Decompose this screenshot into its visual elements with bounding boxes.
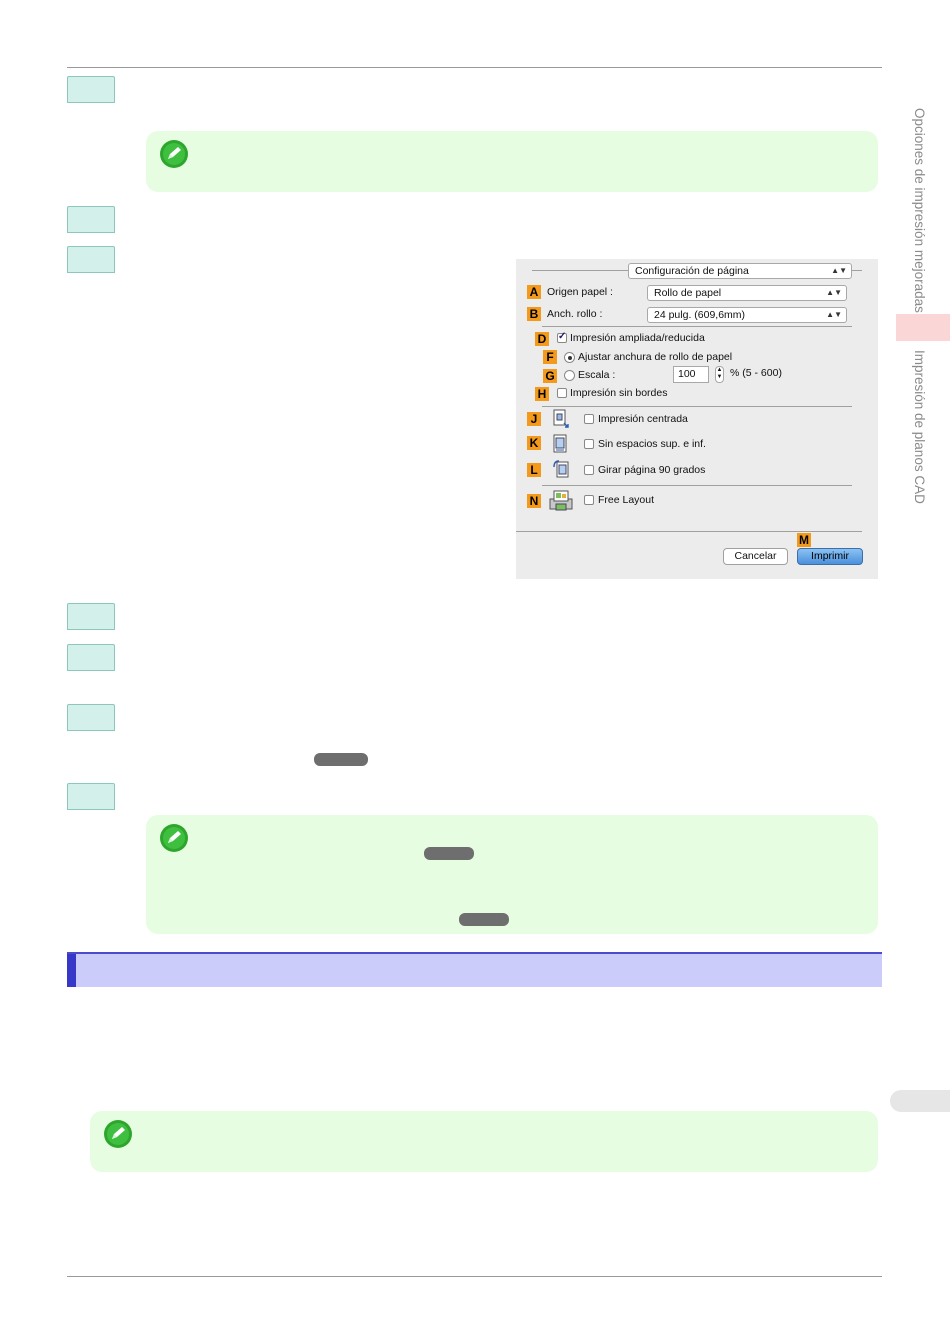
scale-label: Escala : — [578, 369, 616, 381]
select-arrows-icon: ▲▼ — [831, 266, 847, 275]
divider — [542, 326, 852, 327]
note-box-1 — [146, 131, 878, 192]
free-layout-checkbox[interactable] — [584, 495, 594, 505]
divider — [852, 270, 862, 271]
label-b: B — [527, 307, 541, 321]
roll-width-label: Anch. rollo : — [547, 308, 603, 320]
header-rule — [67, 67, 882, 68]
sidebar-index-tab[interactable] — [890, 1090, 950, 1112]
sidebar-chapter-label[interactable]: Opciones de impresión mejoradas — [912, 108, 927, 313]
enlarged-reduced-label: Impresión ampliada/reducida — [570, 332, 705, 344]
borderless-label: Impresión sin bordes — [570, 387, 668, 399]
no-spaces-checkbox[interactable] — [584, 439, 594, 449]
step-badge-3 — [67, 246, 115, 273]
no-spaces-page-icon — [553, 434, 567, 453]
step-badge-4 — [67, 603, 115, 630]
step-badge-5 — [67, 644, 115, 671]
page-setup-dialog: Configuración de página ▲▼ A Origen pape… — [516, 259, 878, 579]
step-badge-2 — [67, 206, 115, 233]
reference-link-pill[interactable] — [314, 753, 368, 766]
select-arrows-icon: ▲▼ — [826, 288, 842, 297]
rotate-90-checkbox[interactable] — [584, 465, 594, 475]
footer-rule — [67, 1276, 882, 1277]
select-arrows-icon: ▲▼ — [826, 310, 842, 319]
roll-width-select[interactable]: 24 pulg. (609,6mm) ▲▼ — [647, 307, 847, 323]
label-g: G — [543, 369, 557, 383]
settings-menu-value: Configuración de página — [635, 265, 749, 277]
label-l: L — [527, 463, 541, 477]
scale-radio[interactable] — [564, 370, 575, 381]
divider — [532, 270, 628, 271]
divider — [542, 485, 852, 486]
free-layout-printer-icon — [549, 490, 573, 511]
divider — [542, 406, 852, 407]
sidebar-active-tab — [896, 314, 950, 341]
enlarged-reduced-checkbox[interactable] — [557, 331, 567, 343]
scale-range-label: % (5 - 600) — [730, 367, 782, 379]
centered-label: Impresión centrada — [598, 413, 688, 425]
free-layout-label: Free Layout — [598, 494, 655, 506]
rotate-page-icon — [553, 460, 569, 478]
print-button[interactable]: Imprimir — [797, 548, 863, 565]
pencil-note-icon — [160, 824, 188, 852]
label-f: F — [543, 350, 557, 364]
note-box-2 — [146, 815, 878, 934]
sidebar-section-label[interactable]: Impresión de planos CAD — [912, 350, 927, 504]
origin-label: Origen papel : — [547, 286, 613, 298]
note-box-3 — [90, 1111, 878, 1172]
reference-link-pill[interactable] — [424, 847, 474, 860]
cancel-button[interactable]: Cancelar — [723, 548, 788, 565]
fit-roll-width-radio[interactable] — [564, 352, 575, 363]
pencil-note-icon — [160, 140, 188, 168]
section-heading-accent — [67, 954, 76, 987]
label-j: J — [527, 412, 541, 426]
step-badge-6 — [67, 704, 115, 731]
pencil-note-icon — [104, 1120, 132, 1148]
step-badge-7 — [67, 783, 115, 810]
fit-roll-width-label: Ajustar anchura de rollo de papel — [578, 351, 733, 363]
paper-source-value: Rollo de papel — [654, 287, 722, 299]
no-spaces-label: Sin espacios sup. e inf. — [598, 438, 706, 450]
label-m: M — [797, 533, 811, 547]
divider — [516, 531, 862, 532]
label-n: N — [527, 494, 541, 508]
paper-source-select[interactable]: Rollo de papel ▲▼ — [647, 285, 847, 301]
roll-width-value: 24 pulg. (609,6mm) — [654, 309, 746, 321]
centered-page-icon — [553, 409, 569, 428]
reference-link-pill[interactable] — [459, 913, 509, 926]
rotate-90-label: Girar página 90 grados — [598, 464, 706, 476]
section-heading-bar — [67, 952, 882, 987]
label-k: K — [527, 436, 541, 450]
scale-stepper[interactable]: ▲▼ — [715, 366, 724, 383]
scale-input[interactable]: 100 — [673, 366, 709, 383]
step-badge-1 — [67, 76, 115, 103]
label-h: H — [535, 387, 549, 401]
label-a: A — [527, 285, 541, 299]
label-d: D — [535, 332, 549, 346]
centered-checkbox[interactable] — [584, 414, 594, 424]
settings-menu-select[interactable]: Configuración de página ▲▼ — [628, 263, 852, 279]
borderless-checkbox[interactable] — [557, 388, 567, 398]
